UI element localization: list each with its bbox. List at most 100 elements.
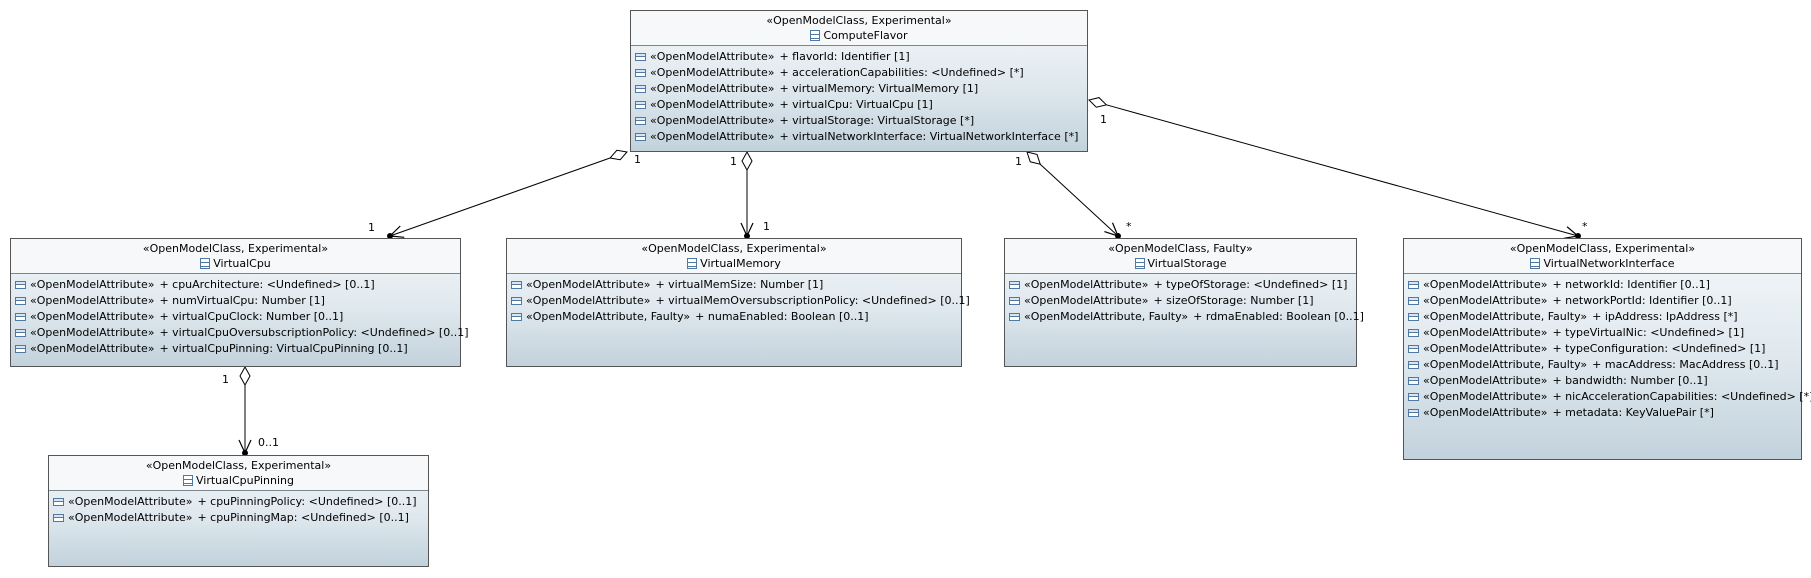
- attribute-row[interactable]: «OpenModelAttribute»+ cpuPinningPolicy: …: [53, 494, 428, 510]
- attribute-row[interactable]: «OpenModelAttribute»+ typeOfStorage: <Un…: [1009, 277, 1356, 293]
- attribute-icon: [1408, 361, 1419, 369]
- class-box-virtual-network-interface[interactable]: «OpenModelClass, Experimental»VirtualNet…: [1403, 238, 1811, 460]
- association-virtual-cpu-to-virtual-cpu-pinning[interactable]: [238, 365, 252, 456]
- attribute-row[interactable]: «OpenModelAttribute»+ virtualMemory: Vir…: [635, 81, 1087, 97]
- attribute-row[interactable]: «OpenModelAttribute»+ bandwidth: Number …: [1408, 373, 1801, 389]
- class-header: «OpenModelClass, Experimental» VirtualMem…: [507, 239, 961, 274]
- attribute-row[interactable]: «OpenModelAttribute»+ virtualCpu: Virtua…: [635, 97, 1087, 113]
- attribute-row[interactable]: «OpenModelAttribute»+ numVirtualCpu: Num…: [15, 293, 460, 309]
- attribute-icon: [15, 297, 26, 305]
- class-box-compute-flavor[interactable]: «OpenModelClass, Experimental» ComputeFla…: [630, 10, 1088, 152]
- attribute-stereotype: «OpenModelAttribute»: [30, 278, 155, 291]
- attribute-icon: [1408, 281, 1419, 289]
- association-compute-flavor-to-virtual-storage[interactable]: [1026, 151, 1121, 239]
- attribute-icon: [635, 133, 646, 141]
- attribute-row[interactable]: «OpenModelAttribute»+ virtualMemOversubs…: [511, 293, 970, 309]
- class-box-virtual-cpu[interactable]: «OpenModelClass, Experimental»VirtualCpu…: [10, 238, 468, 367]
- attribute-signature: + cpuArchitecture: <Undefined> [0..1]: [159, 278, 375, 291]
- association-compute-flavor-to-virtual-memory[interactable]: [740, 150, 754, 239]
- attribute-signature: + flavorId: Identifier [1]: [779, 50, 910, 63]
- attribute-stereotype: «OpenModelAttribute, Faulty»: [1423, 358, 1588, 371]
- attribute-signature: + sizeOfStorage: Number [1]: [1153, 294, 1314, 307]
- attribute-stereotype: «OpenModelAttribute»: [650, 82, 775, 95]
- source-multiplicity: 1: [730, 155, 737, 168]
- attribute-stereotype: «OpenModelAttribute»: [650, 50, 775, 63]
- attribute-icon: [511, 313, 522, 321]
- attribute-signature: + networkId: Identifier [0..1]: [1552, 278, 1710, 291]
- attribute-row[interactable]: «OpenModelAttribute» + cpuArchitecture: <…: [15, 277, 460, 293]
- attribute-icon: [1408, 409, 1419, 417]
- attribute-row[interactable]: «OpenModelAttribute»+ typeConfiguration:…: [1408, 341, 1801, 357]
- attribute-row[interactable]: «OpenModelAttribute»+ sizeOfStorage: Num…: [1009, 293, 1356, 309]
- attribute-compartment: «OpenModelAttribute»+ virtualMemSize: Nu…: [507, 274, 970, 325]
- attribute-signature: + networkPortId: Identifier [0..1]: [1552, 294, 1732, 307]
- ownership-dot-icon: [1115, 233, 1121, 239]
- attribute-row[interactable]: «OpenModelAttribute»+ networkId: Identif…: [1408, 277, 1801, 293]
- attribute-icon: [1009, 313, 1020, 321]
- class-name: VirtualStorage: [1147, 257, 1227, 270]
- class-stereotype: «OpenModelClass, Experimental»: [145, 459, 332, 472]
- attribute-compartment: «OpenModelAttribute»+ typeOfStorage: <Un…: [1005, 274, 1364, 325]
- attribute-icon: [53, 498, 64, 506]
- attribute-row[interactable]: «OpenModelAttribute, Faulty»+ ipAddress:…: [1408, 309, 1801, 325]
- attribute-signature: + bandwidth: Number [0..1]: [1552, 374, 1708, 387]
- class-box-virtual-storage[interactable]: «OpenModelClass, Faulty»VirtualStorage «O…: [1004, 238, 1364, 367]
- attribute-row[interactable]: «OpenModelAttribute»+ typeVirtualNic: <U…: [1408, 325, 1801, 341]
- attribute-icon: [1408, 377, 1419, 385]
- attribute-row[interactable]: «OpenModelAttribute»+ cpuPinningMap: <Un…: [53, 510, 428, 526]
- attribute-stereotype: «OpenModelAttribute»: [30, 342, 155, 355]
- attribute-row[interactable]: «OpenModelAttribute»+ nicAccelerationCap…: [1408, 389, 1811, 405]
- target-multiplicity: *: [1582, 220, 1588, 233]
- attribute-stereotype: «OpenModelAttribute»: [650, 66, 775, 79]
- aggregation-diamond-icon: [609, 149, 628, 161]
- class-header: «OpenModelClass, Faulty»VirtualStorage: [1005, 239, 1356, 274]
- attribute-icon: [1408, 313, 1419, 321]
- class-stereotype: «OpenModelClass, Experimental»: [766, 14, 952, 27]
- attribute-signature: + virtualStorage: VirtualStorage [*]: [779, 114, 975, 127]
- ownership-dot-icon: [744, 233, 750, 239]
- attribute-icon: [635, 69, 646, 77]
- attribute-signature: + virtualCpuOversubscriptionPolicy: <Und…: [159, 326, 469, 339]
- attribute-row[interactable]: «OpenModelAttribute»+ accelerationCapabi…: [635, 65, 1087, 81]
- attribute-row[interactable]: «OpenModelAttribute»+ virtualStorage: Vi…: [635, 113, 1087, 129]
- class-icon: [183, 475, 193, 486]
- attribute-row[interactable]: «OpenModelAttribute»+ virtualCpuClock: N…: [15, 309, 460, 325]
- class-icon: [810, 30, 821, 41]
- attribute-row[interactable]: «OpenModelAttribute»+ virtualCpuOversubs…: [15, 325, 468, 341]
- attribute-signature: + rdmaEnabled: Boolean [0..1]: [1193, 310, 1364, 323]
- attribute-icon: [635, 117, 646, 125]
- attribute-row[interactable]: «OpenModelAttribute» + virtualNetworkInte…: [635, 129, 1087, 145]
- attribute-row[interactable]: «OpenModelAttribute»+ virtualMemSize: Nu…: [511, 277, 961, 293]
- class-box-virtual-cpu-pinning[interactable]: «OpenModelClass, Experimental»VirtualCpu…: [48, 455, 429, 567]
- class-icon: [200, 258, 211, 269]
- attribute-signature: + numaEnabled: Boolean [0..1]: [695, 310, 869, 323]
- attribute-row[interactable]: «OpenModelAttribute» + flavorId: Identifi…: [635, 49, 1087, 65]
- class-header: «OpenModelClass, Experimental»VirtualCpu: [11, 239, 460, 274]
- attribute-signature: + typeOfStorage: <Undefined> [1]: [1153, 278, 1348, 291]
- aggregation-diamond-icon: [741, 150, 753, 172]
- attribute-row[interactable]: «OpenModelAttribute»+ metadata: KeyValue…: [1408, 405, 1801, 421]
- attribute-compartment: «OpenModelAttribute» + flavorId: Identifi…: [631, 46, 1087, 145]
- attribute-row[interactable]: «OpenModelAttribute»+ virtualCpuPinning:…: [15, 341, 460, 357]
- attribute-row[interactable]: «OpenModelAttribute, Faulty» + macAddress…: [1408, 357, 1801, 373]
- class-name: VirtualNetworkInterface: [1543, 257, 1675, 270]
- association-compute-flavor-to-virtual-network-interface[interactable]: [1088, 97, 1581, 239]
- attribute-row[interactable]: «OpenModelAttribute, Faulty»+ numaEnable…: [511, 309, 961, 325]
- class-box-virtual-memory[interactable]: «OpenModelClass, Experimental» VirtualMem…: [506, 238, 970, 367]
- attribute-compartment: «OpenModelAttribute»+ cpuPinningPolicy: …: [49, 491, 428, 526]
- class-stereotype: «OpenModelClass, Experimental»: [641, 242, 827, 255]
- source-multiplicity: 1: [634, 153, 641, 166]
- attribute-row[interactable]: «OpenModelAttribute»+ networkPortId: Ide…: [1408, 293, 1801, 309]
- target-multiplicity: 0..1: [258, 436, 279, 449]
- class-name: VirtualMemory: [700, 257, 781, 270]
- attribute-stereotype: «OpenModelAttribute»: [650, 130, 775, 143]
- attribute-row[interactable]: «OpenModelAttribute, Faulty»+ rdmaEnable…: [1009, 309, 1364, 325]
- ownership-dot-icon: [242, 450, 248, 456]
- attribute-signature: + nicAccelerationCapabilities: <Undefine…: [1552, 390, 1811, 403]
- association-compute-flavor-to-virtual-cpu[interactable]: [387, 149, 628, 239]
- attribute-stereotype: «OpenModelAttribute»: [30, 310, 155, 323]
- attribute-signature: + macAddress: MacAddress [0..1]: [1592, 358, 1779, 371]
- association-line: [1106, 104, 1579, 237]
- class-name: ComputeFlavor: [823, 29, 908, 42]
- attribute-signature: + virtualNetworkInterface: VirtualNetwor…: [779, 130, 1079, 143]
